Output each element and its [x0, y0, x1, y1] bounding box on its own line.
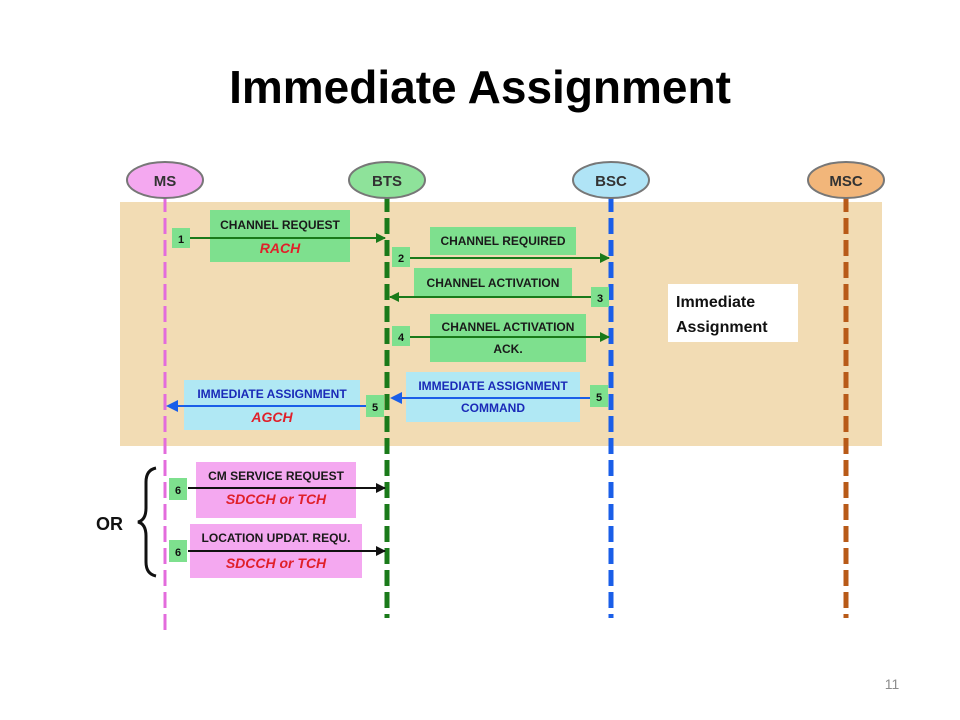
message-5a-step: 5: [596, 392, 602, 404]
message-6b-label: LOCATION UPDAT. REQU.: [202, 531, 351, 545]
bsc-label: BSC: [595, 173, 627, 190]
message-1-step: 1: [178, 234, 184, 246]
slide-title: Immediate Assignment: [229, 61, 731, 113]
msc-label: MSC: [829, 173, 863, 190]
message-1-channel-request: CHANNEL REQUEST RACH 1: [172, 210, 386, 262]
message-6a-channel: SDCCH or TCH: [226, 491, 327, 507]
message-5-immediate-assignment-command: IMMEDIATE ASSIGNMENT COMMAND 5: [390, 372, 608, 422]
or-label: OR: [96, 514, 123, 534]
message-3-label: CHANNEL ACTIVATION: [427, 276, 560, 290]
bts-entity: BTS: [348, 161, 426, 199]
message-6b-channel: SDCCH or TCH: [226, 555, 327, 571]
message-2-channel-required: CHANNEL REQUIRED 2: [392, 227, 610, 267]
region-label-box: Immediate Assignment: [668, 284, 798, 342]
message-2-step: 2: [398, 253, 404, 265]
message-4-step: 4: [398, 332, 405, 344]
message-6b-step: 6: [175, 547, 181, 559]
region-label-line1: Immediate: [676, 294, 755, 311]
region-label-line2: Assignment: [676, 319, 768, 336]
message-4-channel-activation-ack: CHANNEL ACTIVATION ACK. 4: [392, 314, 610, 362]
message-6a-step: 6: [175, 485, 181, 497]
message-5a-label-2: COMMAND: [461, 401, 525, 415]
message-2-label: CHANNEL REQUIRED: [440, 234, 565, 248]
message-5a-label: IMMEDIATE ASSIGNMENT: [418, 379, 568, 393]
msc-entity: MSC: [807, 161, 885, 199]
message-1-channel: RACH: [260, 240, 301, 256]
page-number: 11: [884, 676, 900, 692]
or-brace: OR: [96, 466, 157, 578]
bsc-entity: BSC: [572, 161, 650, 199]
message-5-immediate-assignment-agch: IMMEDIATE ASSIGNMENT AGCH 5: [166, 380, 384, 430]
message-4-label-2: ACK.: [493, 342, 522, 356]
message-3-step: 3: [597, 293, 603, 305]
message-4-label: CHANNEL ACTIVATION: [442, 320, 575, 334]
message-6-location-update-request: LOCATION UPDAT. REQU. SDCCH or TCH 6: [169, 524, 386, 578]
bts-label: BTS: [372, 173, 402, 190]
ms-entity: MS: [126, 161, 204, 199]
message-3-channel-activation: CHANNEL ACTIVATION 3: [389, 268, 609, 307]
message-6-cm-service-request: CM SERVICE REQUEST SDCCH or TCH 6: [169, 462, 386, 518]
message-5b-step: 5: [372, 402, 378, 414]
ms-label: MS: [154, 173, 177, 190]
message-6a-label: CM SERVICE REQUEST: [208, 469, 344, 483]
message-1-label: CHANNEL REQUEST: [220, 218, 340, 232]
message-5b-channel: AGCH: [250, 409, 293, 425]
message-5b-label: IMMEDIATE ASSIGNMENT: [197, 387, 347, 401]
